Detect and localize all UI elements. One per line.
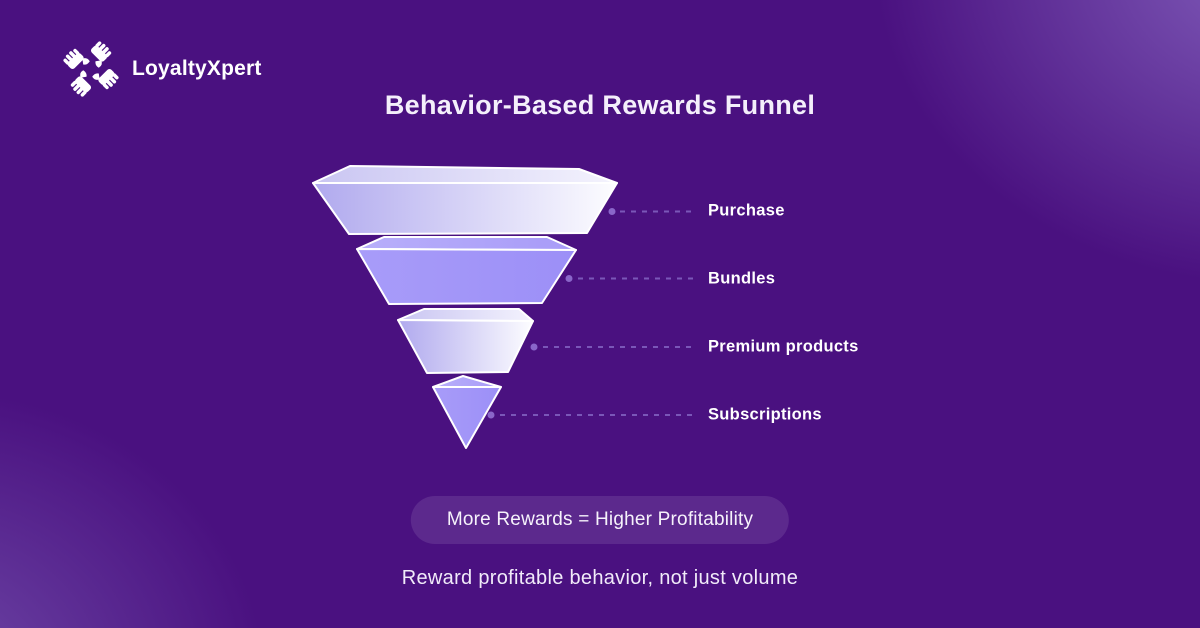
callout-subtitle: Reward profitable behavior, not just vol… [401,567,799,589]
funnel-tier-subscriptions [432,375,502,449]
funnel-tier-purchase [312,165,618,235]
tier-label-premium-products: Premium products [708,337,859,356]
funnel-connectors [500,210,696,416]
funnel-tier-bundles [356,236,577,305]
tier-label-purchase: Purchase [708,201,785,220]
four-hands-diamond-icon [63,41,119,97]
tier-label-bundles: Bundles [708,269,776,288]
brand-name: LoyaltyXpert [132,57,262,80]
funnel-tier-premium-products [397,308,534,374]
callout-badge: More Rewards = Higher Profitability [410,496,790,544]
page-title: Behavior-Based Rewards Funnel [384,90,816,120]
brand-logo: LoyaltyXpert [62,40,262,98]
funnel-connector-dots [487,208,616,419]
tier-label-subscriptions: Subscriptions [708,405,822,424]
